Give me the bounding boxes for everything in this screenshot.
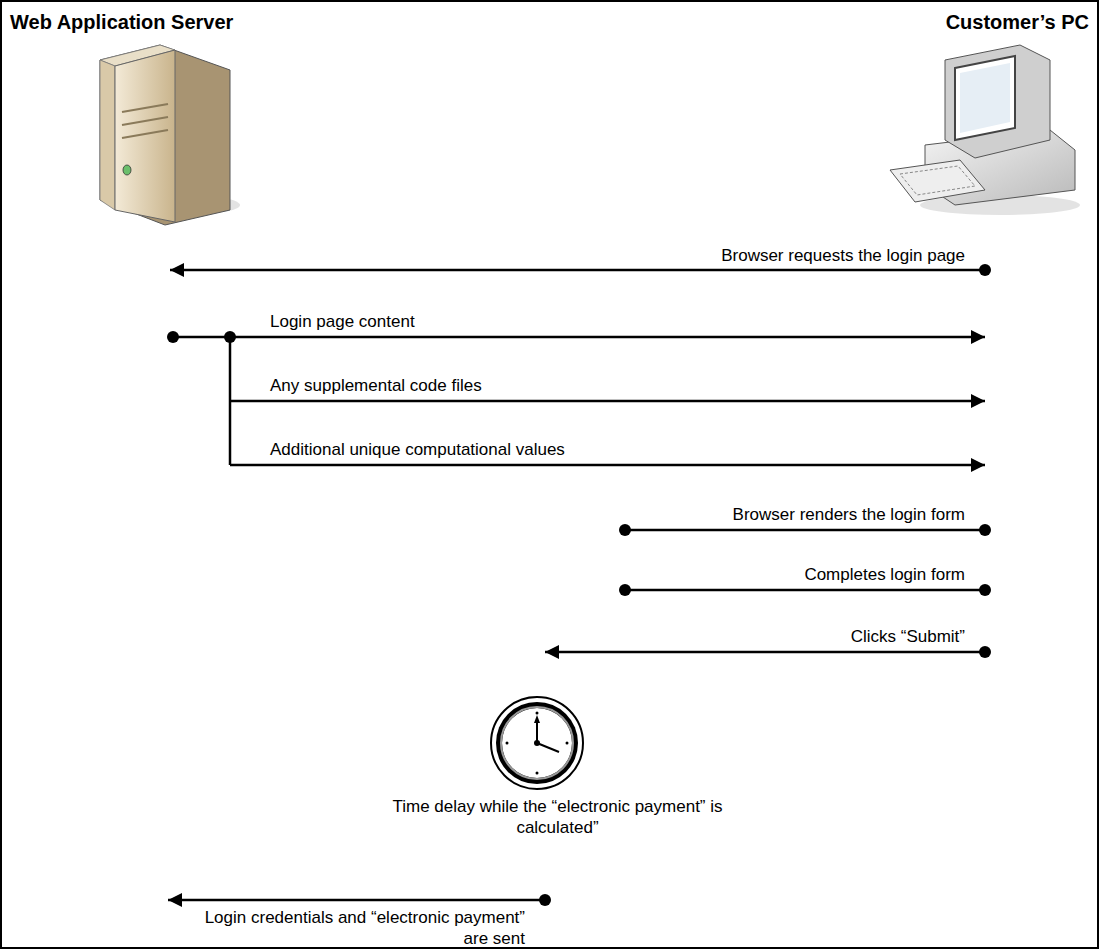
message-label: Clicks “Submit”	[645, 626, 965, 647]
message-label: Login page content	[270, 311, 690, 332]
message-label: Browser requests the login page	[560, 245, 965, 266]
pc-icon	[890, 45, 1080, 215]
server-icon	[100, 45, 240, 225]
step-label: Completes login form	[645, 564, 965, 585]
message-label: Any supplemental code files	[270, 375, 690, 396]
actor-heading: Customer’s PC	[789, 10, 1089, 34]
arrow-dots	[167, 264, 991, 906]
clock-icon	[491, 697, 583, 789]
actor-heading: Web Application Server	[10, 10, 310, 34]
delay-note: Time delay while the “electronic payment…	[385, 796, 730, 838]
message-label: Login credentials and “electronic paymen…	[180, 907, 525, 949]
step-label: Browser renders the login form	[645, 504, 965, 525]
message-arrows	[168, 270, 985, 900]
message-label: Additional unique computational values	[270, 439, 690, 460]
